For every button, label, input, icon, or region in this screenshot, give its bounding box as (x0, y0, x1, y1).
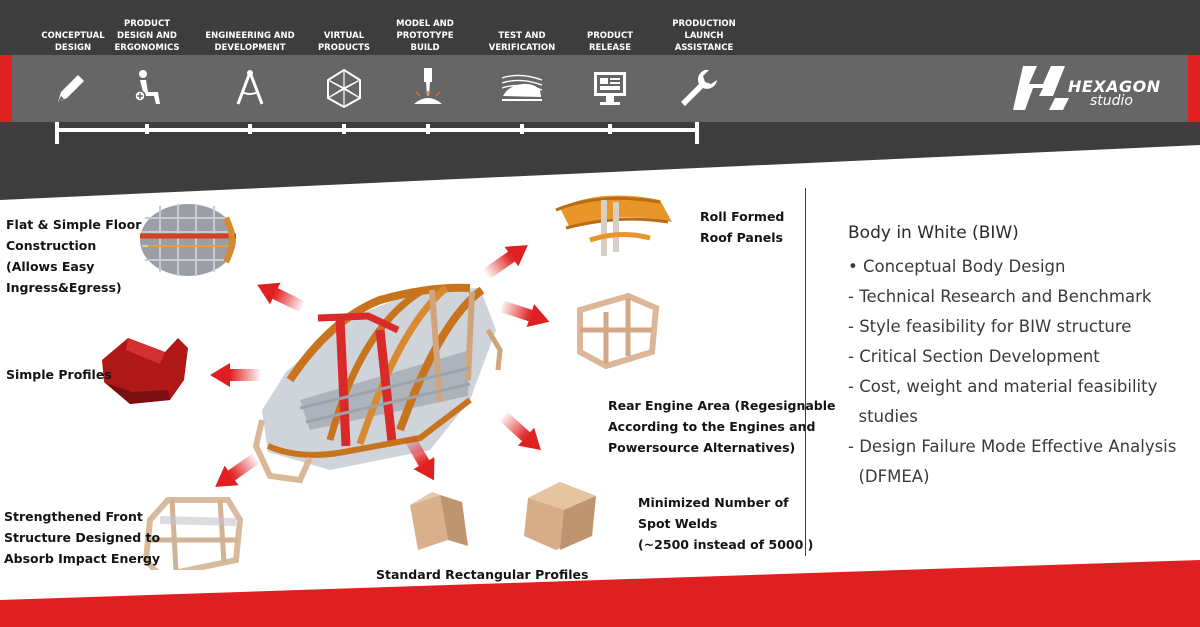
monitor-icon (594, 72, 626, 105)
roof-panel-part (555, 195, 672, 256)
arrow-to-front (215, 453, 260, 487)
hexagon-studio-logo-icon (1013, 66, 1069, 110)
timeline-tick (342, 124, 346, 134)
process-timeline-ruler (55, 128, 699, 132)
simple-profile-part (102, 338, 188, 404)
floor-panel-detail (140, 204, 236, 276)
timeline-tick (426, 124, 430, 134)
list-item: • Conceptual Body Design (848, 257, 1066, 276)
wireframe-polyhedron-icon (327, 68, 361, 109)
phase-label-virtual-products: VIRTUAL PRODUCTS (317, 31, 371, 53)
pen-icon (58, 75, 84, 102)
arrow-to-spot-welds (499, 412, 541, 451)
phase-label-engineering: ENGINEERING AND DEVELOPMENT (205, 31, 295, 53)
phase-label-product-release: PRODUCT RELEASE (587, 31, 633, 53)
timeline-tick (695, 122, 699, 144)
biw-structure-diagram (102, 195, 672, 570)
seated-person-icon (134, 70, 160, 104)
milling-tool-icon (414, 68, 442, 104)
timeline-tick (55, 122, 59, 144)
vertical-divider (805, 188, 806, 556)
phase-label-test-verification: TEST AND VERIFICATION (488, 31, 556, 53)
callout-floor-construction: Flat & Simple Floor Construction (Allows… (6, 217, 142, 295)
arrow-to-rear-cage (500, 300, 550, 327)
callout-arrows (210, 245, 550, 487)
biw-scope-list: • Conceptual Body Design - Technical Res… (848, 252, 1188, 492)
phase-label-conceptual-design: CONCEPTUAL DESIGN (41, 31, 105, 53)
list-item: - Style feasibility for BIW structure (848, 317, 1132, 336)
list-item: - Cost, weight and material feasibility … (848, 377, 1158, 426)
timeline-tick (145, 124, 149, 134)
wind-tunnel-car-icon (501, 74, 543, 101)
callout-rear-engine-area: Rear Engine Area (Regesignable According… (608, 398, 836, 455)
bottom-accent-band (0, 560, 1200, 627)
timeline-tick (520, 124, 524, 134)
car-body-frame (252, 283, 503, 484)
callout-roof-panels: Roll Formed Roof Panels (700, 209, 785, 245)
list-item: - Critical Section Development (848, 347, 1100, 366)
phase-label-production-launch: PRODUCTION LAUNCH ASSISTANCE (672, 19, 736, 53)
rectangular-profile-part (410, 492, 468, 550)
logo-wordmark-studio: studio (1090, 93, 1133, 109)
callout-simple-profiles: Simple Profiles (6, 367, 112, 382)
drafting-compass-icon (236, 70, 264, 105)
list-item: - Technical Research and Benchmark (848, 287, 1152, 306)
wrench-icon (681, 70, 717, 106)
callout-rectangular-profiles: Standard Rectangular Profiles (376, 567, 589, 582)
phase-label-model-prototype: MODEL AND PROTOTYPE BUILD (396, 19, 454, 53)
logo-wordmark-hexagon: HEXAGON (1068, 77, 1161, 96)
arrow-to-rectangular (403, 434, 435, 481)
arrow-to-roof (483, 245, 528, 279)
biw-section-title: Body in White (BIW) (848, 223, 1019, 243)
arrow-to-floor (257, 282, 305, 313)
phase-label-product-design: PRODUCT DESIGN AND ERGONOMICS (114, 19, 180, 53)
timeline-tick (608, 124, 612, 134)
timeline-tick (248, 124, 252, 134)
rear-engine-cage-part (577, 292, 660, 370)
arrow-to-profiles (210, 363, 260, 387)
list-item: - Design Failure Mode Effective Analysis… (848, 437, 1177, 486)
front-structure-part (142, 497, 244, 570)
spot-weld-profile-part (524, 482, 596, 550)
callout-front-structure: Strengthened Front Structure Designed to… (4, 509, 161, 566)
callout-spot-welds: Minimized Number of Spot Welds (~2500 in… (638, 495, 814, 552)
